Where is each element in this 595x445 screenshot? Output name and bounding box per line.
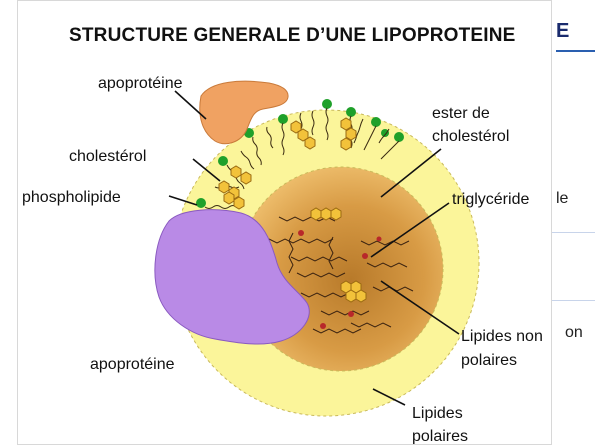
label-cholesterol: cholestérol — [69, 147, 146, 166]
background-title-underline — [556, 50, 595, 52]
background-divider — [552, 232, 595, 233]
label-lipides-polaires-line1: Lipides — [412, 404, 463, 423]
background-title-fragment: E — [556, 20, 570, 43]
label-apoproteine-bottom: apoprotéine — [90, 355, 175, 374]
background-text-fragment: on — [565, 324, 583, 342]
background-divider — [552, 300, 595, 301]
label-triglyceride: triglycéride — [452, 190, 529, 209]
label-lipides-non-line1: Lipides non — [461, 327, 543, 346]
label-lipides-polaires-line2: polaires — [412, 427, 468, 445]
background-text-fragment: le — [556, 190, 568, 208]
label-apoproteine-top: apoprotéine — [98, 74, 183, 93]
lipoprotein-diagram — [18, 1, 552, 445]
page-title: STRUCTURE GENERALE D’UNE LIPOPROTEINE — [69, 25, 516, 47]
label-ester-line2: cholestérol — [432, 127, 509, 146]
label-phospholipide: phospholipide — [22, 188, 121, 207]
figure-panel: STRUCTURE GENERALE D’UNE LIPOPROTEINE ap… — [17, 0, 552, 445]
label-ester-line1: ester de — [432, 104, 490, 123]
label-lipides-non-line2: polaires — [461, 351, 517, 370]
